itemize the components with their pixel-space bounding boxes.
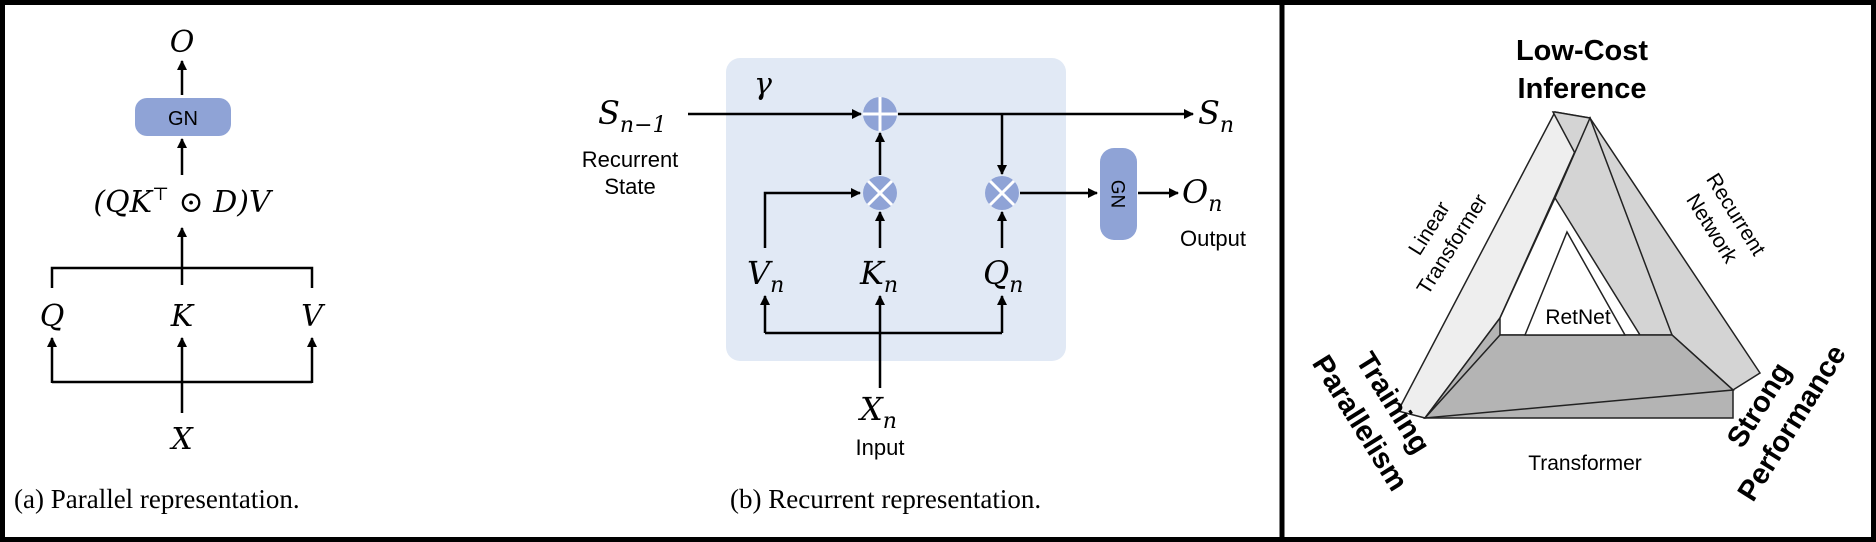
recurrent-block-bg (726, 58, 1066, 361)
caption-a: (a) Parallel representation. (14, 484, 300, 514)
tri-inner-window (1523, 230, 1627, 336)
arrow-v-to-mult1 (763, 188, 861, 248)
center-retnet: RetNet (1545, 306, 1611, 329)
var-k: K (170, 299, 195, 334)
input-label: Input (856, 435, 905, 460)
output-label: Output (1180, 226, 1246, 251)
gn-block-b (1100, 148, 1137, 240)
output-o: O (170, 25, 195, 60)
caption-b: (b) Recurrent representation. (730, 484, 1041, 514)
state-prev: Sn−1 (598, 94, 667, 138)
gn-label-b: GN (1107, 180, 1128, 209)
gamma-label: γ (754, 67, 772, 102)
state-n: Sn (1198, 94, 1234, 138)
var-qn: Qn (983, 254, 1023, 298)
var-vn: Vn (747, 254, 784, 298)
edge-bottom: Transformer (1528, 452, 1642, 475)
recurrent-state-label-2: State (604, 174, 655, 199)
input-xn: Xn (857, 390, 897, 434)
corner-top-1: Low-Cost (1516, 35, 1648, 67)
gn-label-a: GN (168, 108, 198, 130)
panel-c-impossible-triangle: Low-Cost Inference Training Parallelism … (1305, 35, 1852, 507)
retention-formula: (QK⊤ ⊙ D)V (93, 184, 274, 220)
panel-a-parallel: O GN (QK⊤ ⊙ D)V Q K V X (a) Parallel rep… (14, 25, 326, 514)
gn-block-a (135, 98, 231, 136)
var-v: V (301, 299, 326, 334)
bracket-qkv (50, 266, 314, 288)
corner-top-2: Inference (1518, 73, 1647, 105)
output-on: On (1182, 173, 1222, 217)
var-kn: Kn (859, 254, 898, 298)
recurrent-state-label-1: Recurrent (582, 147, 679, 172)
input-x: X (169, 422, 194, 457)
var-q: Q (40, 299, 65, 334)
mult-node-kv-b (866, 179, 894, 207)
panel-b-recurrent: γ Sn−1 Recurrent State Sn GN On Output (582, 58, 1246, 514)
mult-node-q-b (988, 179, 1016, 207)
